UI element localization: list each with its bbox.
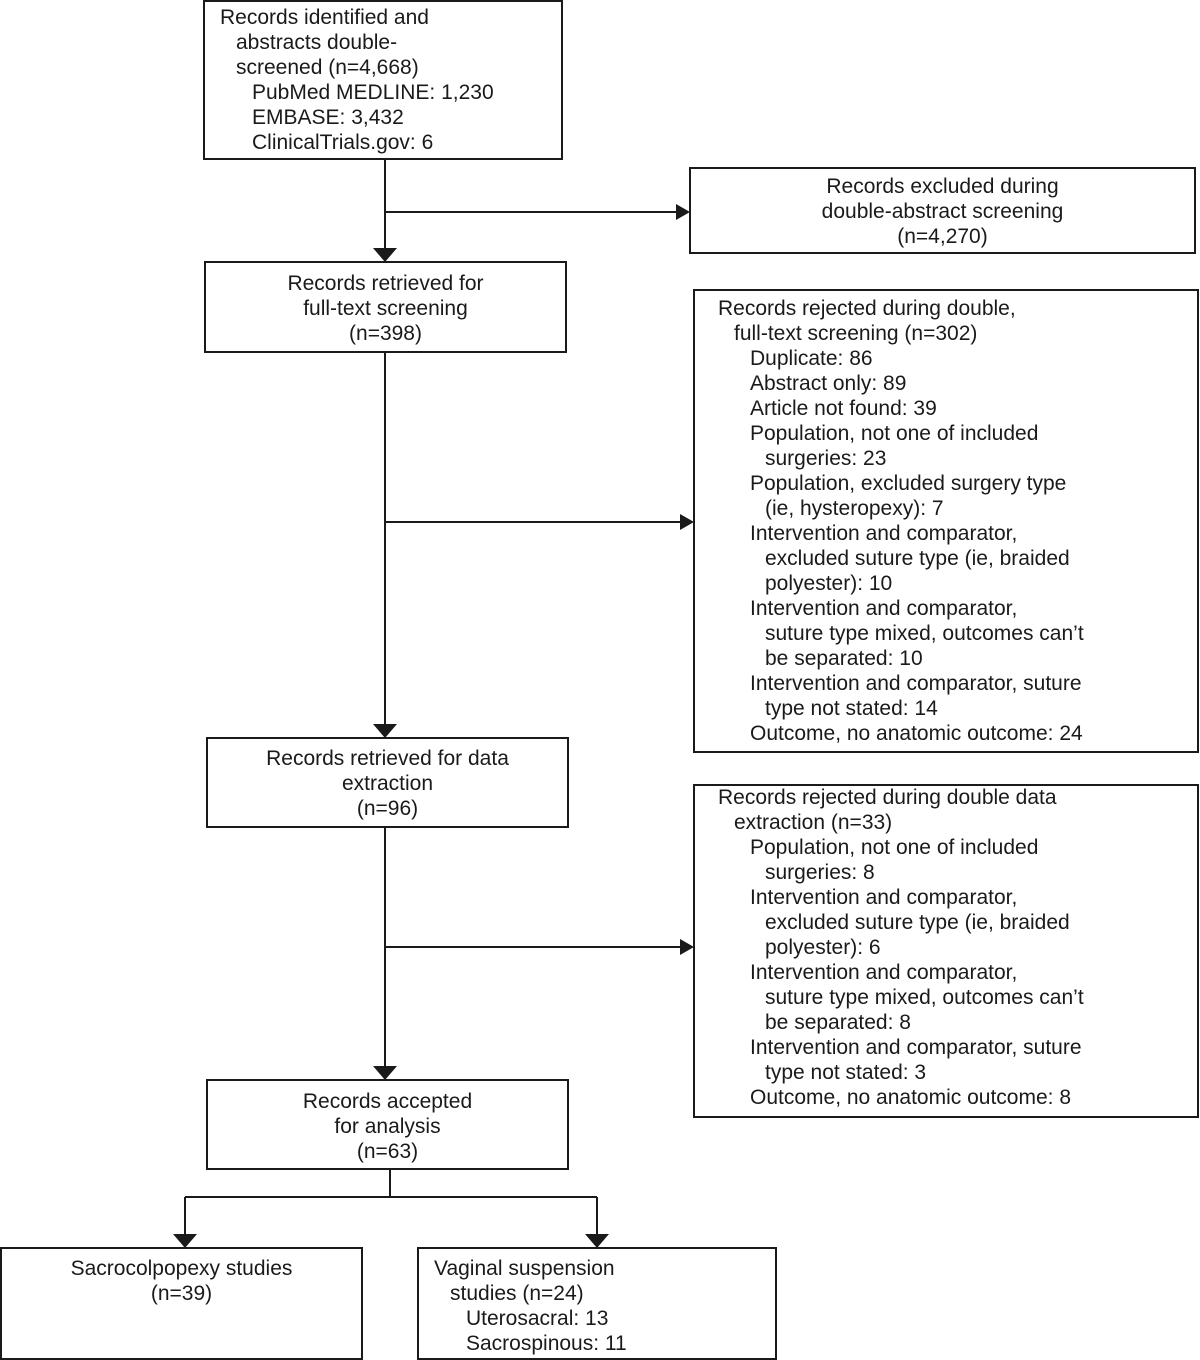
box-line: Intervention and comparator, — [750, 886, 1018, 909]
box-line: extraction — [341, 772, 434, 795]
box-line: (ie, hysteropexy): 7 — [765, 497, 944, 520]
box-rejected-fulltext-border — [693, 289, 1199, 753]
arrowhead — [173, 1234, 197, 1248]
box-line: polyester): 10 — [765, 572, 893, 595]
box-line: be separated: 8 — [765, 1011, 911, 1034]
box-line: excluded suture type (ie, braided — [765, 547, 1070, 570]
box-sacrocolpopexy-border — [0, 1247, 363, 1360]
box-accepted-analysis: Records accepted for analysis (n=63) — [207, 1089, 568, 1164]
box-line: Intervention and comparator, suture — [750, 672, 1082, 695]
box-fulltext-screening: Records retrieved for full-text screenin… — [205, 271, 566, 346]
box-line: (n=96) — [356, 797, 419, 820]
box-excluded-border — [689, 167, 1196, 254]
box-line: excluded suture type (ie, braided — [765, 911, 1070, 934]
box-line: Sacrospinous: 11 — [466, 1332, 627, 1355]
box-line: type not stated: 14 — [765, 697, 938, 720]
box-line: studies (n=24) — [450, 1282, 584, 1305]
box-line: Intervention and comparator, — [750, 522, 1018, 545]
box-vaginal-suspension: Vaginal suspension studies (n=24) Uteros… — [434, 1256, 627, 1356]
box-line: Vaginal suspension — [434, 1257, 615, 1280]
box-line: Records identified and — [220, 6, 429, 29]
box-rejected-fulltext: Records rejected during double, full-tex… — [718, 296, 1084, 746]
box-line: surgeries: 8 — [765, 861, 875, 884]
box-records-excluded: Records excluded during double-abstract … — [690, 174, 1195, 249]
box-line: be separated: 10 — [765, 647, 923, 670]
box-line: type not stated: 3 — [765, 1061, 927, 1084]
box-identified-border — [203, 0, 563, 160]
box-line: full-text screening — [303, 297, 468, 320]
box-line: (n=63) — [356, 1140, 419, 1163]
box-line: extraction (n=33) — [734, 811, 893, 834]
box-line: Sacrocolpopexy studies — [70, 1257, 293, 1280]
box-line: suture type mixed, outcomes can’t — [765, 622, 1084, 645]
box-line: (n=398) — [349, 322, 422, 345]
arrowhead — [373, 248, 397, 262]
box-line: PubMed MEDLINE: 1,230 — [252, 81, 494, 104]
box-line: Duplicate: 86 — [750, 347, 873, 370]
box-line: Records accepted — [302, 1090, 473, 1113]
box-sacrocolpopexy: Sacrocolpopexy studies (n=39) — [1, 1256, 362, 1306]
box-line: Intervention and comparator, — [750, 961, 1018, 984]
box-line: EMBASE: 3,432 — [252, 106, 404, 129]
box-line: suture type mixed, outcomes can’t — [765, 986, 1084, 1009]
box-line: Records retrieved for data — [266, 747, 509, 770]
box-rejected-extraction-border — [693, 784, 1199, 1118]
box-line: Records excluded during — [826, 175, 1059, 198]
box-rejected-extraction: Records rejected during double data extr… — [718, 785, 1084, 1110]
box-line: (n=39) — [150, 1282, 213, 1305]
box-extraction-border — [206, 737, 569, 828]
box-line: (n=4,270) — [897, 225, 988, 248]
arrowhead — [373, 1066, 397, 1080]
split-connector — [184, 1169, 598, 1234]
box-line: Population, excluded surgery type — [750, 472, 1067, 495]
arrowhead — [676, 204, 690, 220]
box-line: ClinicalTrials.gov: 6 — [252, 131, 434, 154]
arrowhead — [680, 514, 694, 530]
box-line: surgeries: 23 — [765, 447, 887, 470]
box-line: abstracts double- — [236, 31, 398, 54]
box-line: polyester): 6 — [765, 936, 881, 959]
box-accepted-border — [206, 1079, 569, 1170]
box-line: Records retrieved for — [287, 272, 484, 295]
box-line: Records rejected during double data — [718, 786, 1057, 809]
box-line: Intervention and comparator, suture — [750, 1036, 1082, 1059]
box-line: Abstract only: 89 — [750, 372, 907, 395]
box-line: for analysis — [334, 1115, 441, 1138]
box-line: Population, not one of included — [750, 422, 1039, 445]
arrowhead — [680, 939, 694, 955]
box-line: Uterosacral: 13 — [466, 1307, 609, 1330]
arrowhead — [585, 1234, 609, 1248]
box-line: Population, not one of included — [750, 836, 1039, 859]
box-line: double-abstract screening — [821, 200, 1064, 223]
box-data-extraction: Records retrieved for data extraction (n… — [207, 746, 568, 821]
box-line: screened (n=4,668) — [236, 56, 419, 79]
box-records-identified: Records identified and abstracts double-… — [220, 5, 494, 155]
box-line: Article not found: 39 — [750, 397, 937, 420]
box-line: Outcome, no anatomic outcome: 8 — [750, 1086, 1071, 1109]
box-line: full-text screening (n=302) — [734, 322, 978, 345]
box-line: Intervention and comparator, — [750, 597, 1018, 620]
box-line: Outcome, no anatomic outcome: 24 — [750, 722, 1083, 745]
arrowhead — [373, 724, 397, 738]
box-line: Records rejected during double, — [718, 297, 1016, 320]
